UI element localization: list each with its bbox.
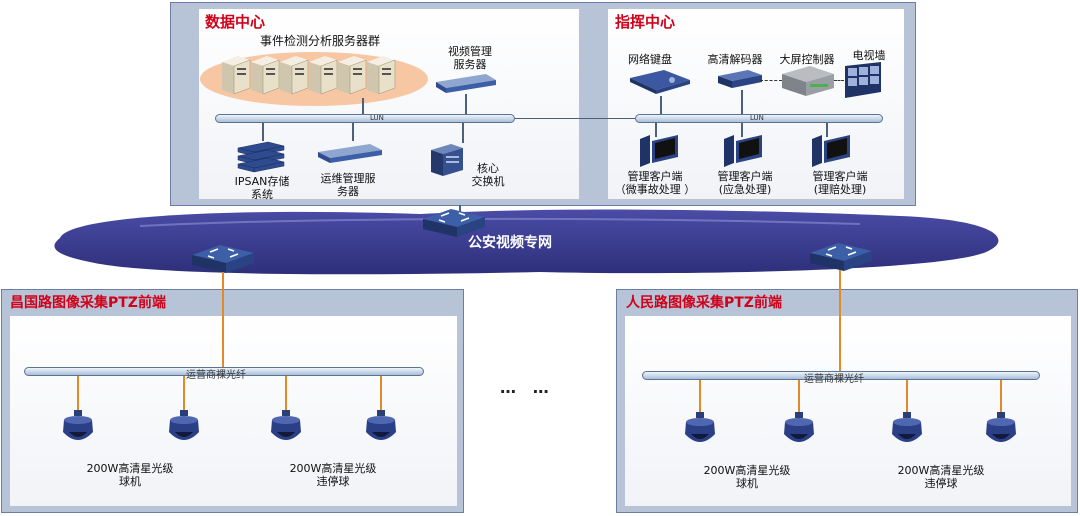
server-unit-icon [338,56,367,95]
link-line [741,90,743,114]
storage-icon [237,141,285,173]
client1-label: 管理客户端 （微事故处理 ） [614,170,696,196]
fiber-drop [1000,380,1002,412]
server-unit-icon [367,56,396,95]
fiber-drop [380,376,382,410]
police-network-cloud [54,209,999,275]
server-unit-icon [222,56,251,95]
decoder-label: 高清解码器 [707,53,763,66]
server-cluster-icon [200,52,428,106]
core-switch-label: 核心 交换机 [471,162,505,188]
av-cable [760,80,782,81]
rack-server-icon [436,74,496,93]
event-cluster-label: 事件检测分析服务器群 [259,34,380,48]
network-switch-icon [810,243,872,271]
dome-camera-icon [890,412,924,452]
client-pc-icon [724,135,762,167]
link-line [465,94,467,114]
fiber-drop [77,376,79,410]
command-center-area [608,9,904,199]
data-center-title: 数据中心 [205,13,266,31]
fiber-drop [906,380,908,412]
tvwall-icon [845,62,881,98]
right-cam-group2-label: 200W高清星光级 违停球 [897,464,985,490]
controller-label: 大屏控制器 [779,53,835,66]
fiber-drop [798,380,800,412]
fiber-drop [285,376,287,410]
left-cam-group1-label: 200W高清星光级 球机 [86,462,174,488]
center-link [515,118,635,119]
av-cable [834,80,844,81]
link-line [352,123,354,141]
dome-camera-icon [269,410,303,450]
link-line [660,96,662,114]
client2-label: 管理客户端 (应急处理) [717,170,773,196]
command-center-title: 指挥中心 [615,13,676,31]
right-cam-group1-label: 200W高清星光级 球机 [703,464,791,490]
dome-camera-icon [61,410,95,450]
tvwall-label: 电视墙 [852,49,886,62]
client-pc-icon [640,135,678,167]
link-line [262,123,264,141]
server-unit-icon [251,56,280,95]
fiber-link [839,270,841,371]
left-site-title: 昌国路图像采集PTZ前端 [10,295,166,311]
fiber-drop [183,376,185,410]
server-unit-icon [280,56,309,95]
link-line [741,123,743,137]
controller-icon [782,66,834,96]
network-switch-icon [192,245,254,273]
ellipsis: … … [500,378,549,397]
decoder-icon [718,70,762,88]
link-line [826,123,828,137]
left-site-panel [1,289,464,513]
client-pc-icon [812,135,850,167]
ops-server-icon [318,144,382,163]
link-line [362,98,364,114]
dome-camera-icon [167,410,201,450]
core-switch-icon [431,144,463,176]
ipsan-label: IPSAN存储 系统 [234,175,290,201]
link-line [462,123,464,143]
left-fiber-bus [24,367,424,376]
right-site-panel [616,289,1078,513]
fiber-drop [699,380,701,412]
link-line [459,205,461,217]
network-label: 公安视频专网 [468,235,552,251]
left-fiber-bus-label: 运营商裸光纤 [186,370,246,381]
command-center-bus-label: LUN [750,114,764,122]
fiber-link [222,272,224,367]
video-mgmt-label: 视频管理 服务器 [448,45,492,71]
keyboard-label: 网络键盘 [628,53,672,66]
dome-camera-icon [782,412,816,452]
ops-server-label: 运维管理服 务器 [320,172,376,198]
link-line [655,123,657,137]
data-center-bus [215,114,515,123]
dome-camera-icon [984,412,1018,452]
keyboard-icon [630,70,690,94]
server-unit-icon [309,56,338,95]
client3-label: 管理客户端 (理赔处理) [812,170,868,196]
data-center-bus-label: LUN [370,114,384,122]
network-switch-icon [423,209,485,237]
right-fiber-bus-label: 运营商裸光纤 [804,374,864,385]
right-fiber-bus [642,371,1040,380]
dome-camera-icon [683,412,717,452]
dome-camera-icon [364,410,398,450]
command-center-bus [635,114,883,123]
right-site-title: 人民路图像采集PTZ前端 [626,295,782,311]
left-cam-group2-label: 200W高清星光级 违停球 [289,462,377,488]
